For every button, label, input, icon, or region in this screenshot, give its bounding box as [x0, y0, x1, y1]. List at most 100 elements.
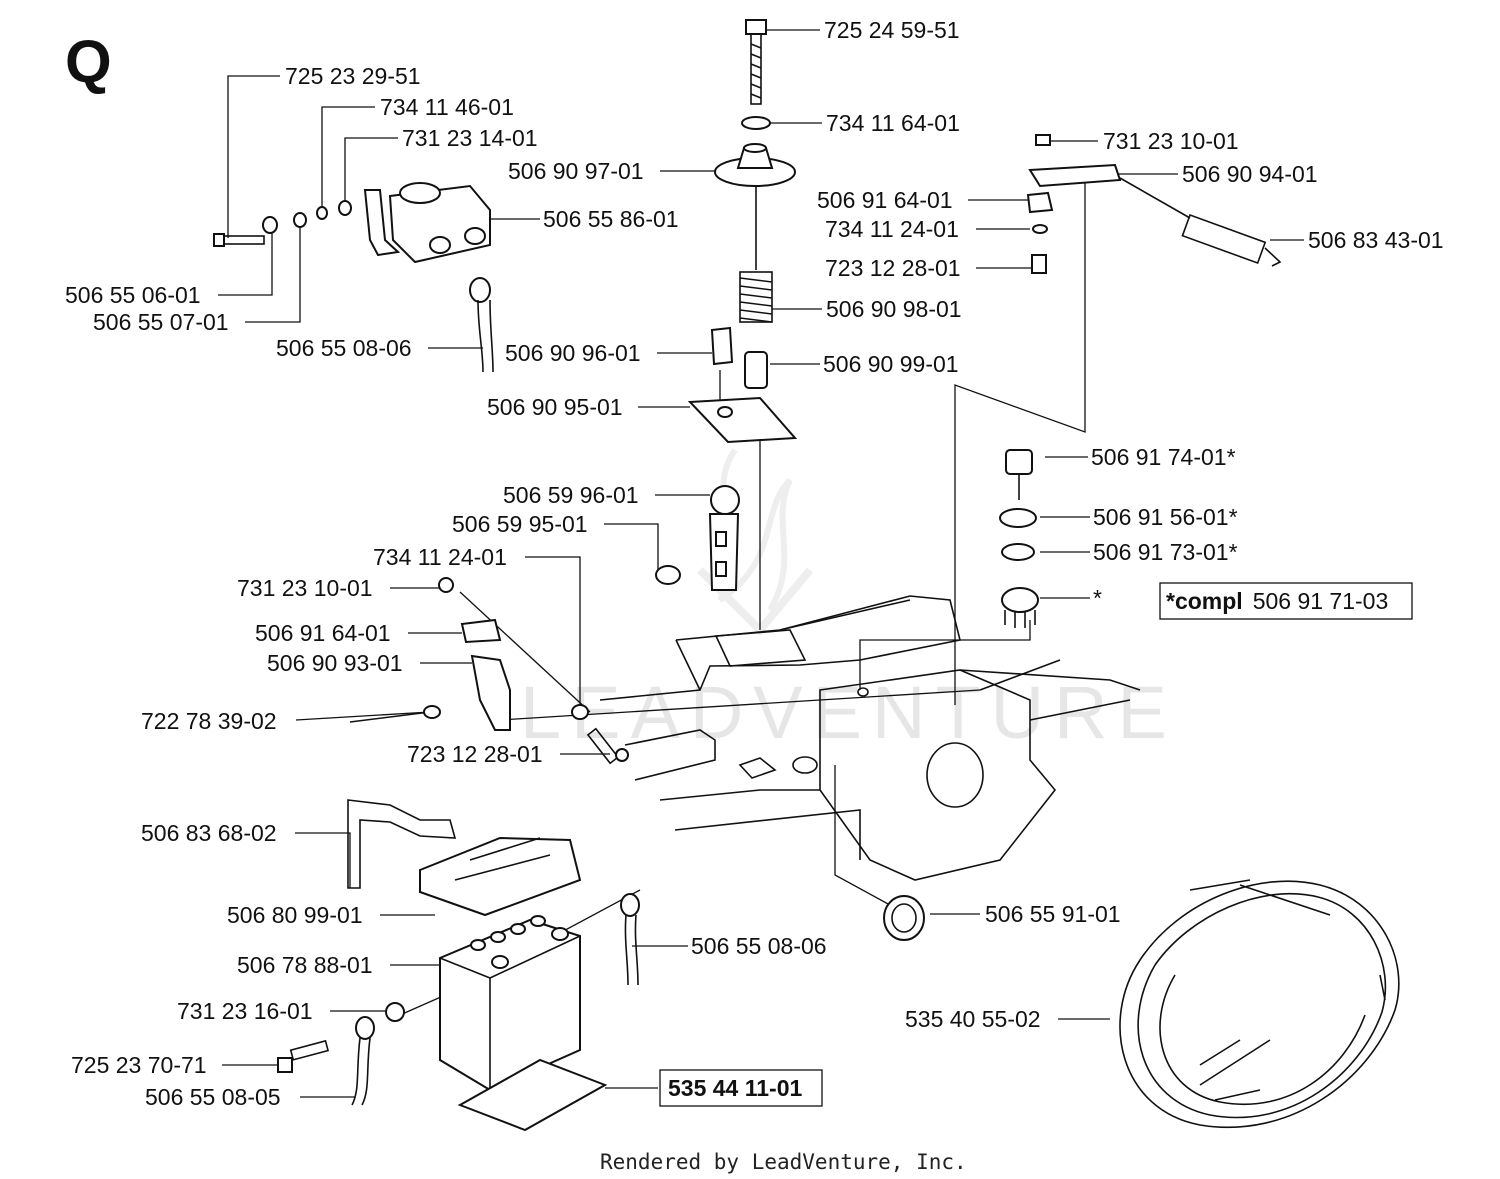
nut-icon — [1035, 134, 1051, 146]
kit-box-text: *compl 506 91 71-03 — [1166, 588, 1388, 614]
part-label: 506 90 95-01 — [487, 394, 623, 420]
part-label: 535 40 55-02 — [905, 1006, 1041, 1032]
small-bolt-icon — [213, 233, 265, 247]
leader-lines — [218, 29, 1304, 1098]
part-label: * — [1093, 585, 1102, 611]
nut-icon — [385, 1002, 405, 1022]
boxed-part-frame — [659, 1069, 823, 1107]
part-label: 506 91 56-01* — [1093, 504, 1238, 530]
cable-icon — [351, 1016, 375, 1106]
clip-icon — [710, 326, 734, 366]
bracket-icon — [1028, 163, 1122, 188]
nut-icon — [438, 577, 454, 593]
bolt-icon — [586, 727, 629, 765]
key-icon — [1005, 449, 1033, 500]
part-label: 723 12 28-01 — [825, 255, 961, 281]
part-label: 506 90 94-01 — [1182, 161, 1318, 187]
part-label: 731 23 10-01 — [1103, 128, 1239, 154]
nut-ring-icon — [1001, 543, 1035, 561]
frame-console-icon — [599, 595, 1141, 881]
battery-pad-icon — [457, 1058, 608, 1132]
part-label: 506 55 91-01 — [985, 901, 1121, 927]
part-label: 506 55 08-06 — [276, 335, 412, 361]
part-label: 506 78 88-01 — [237, 952, 373, 978]
handle-slot-icon — [715, 531, 727, 547]
hold-down-bracket-icon — [347, 799, 457, 889]
part-label: 506 55 08-06 — [691, 933, 827, 959]
part-label: 506 91 73-01* — [1093, 539, 1238, 565]
spring-icon — [739, 271, 773, 323]
part-label: 723 12 28-01 — [407, 741, 543, 767]
boot-cone-icon — [714, 143, 796, 187]
footer-credit: Rendered by LeadVenture, Inc. — [600, 1150, 967, 1174]
part-label: 725 23 29-51 — [285, 63, 421, 89]
clip-icon — [1026, 191, 1054, 214]
bolt-icon — [1031, 254, 1047, 274]
washer-icon — [316, 206, 328, 220]
washer-icon — [741, 116, 771, 130]
knob-icon — [710, 485, 740, 515]
part-label: 734 11 24-01 — [825, 216, 959, 242]
part-label: 506 91 64-01 — [255, 620, 391, 646]
part-label: 734 11 64-01 — [826, 110, 960, 136]
plate-icon — [687, 396, 798, 444]
part-label: 506 90 96-01 — [505, 340, 641, 366]
part-label: 725 23 70-71 — [71, 1052, 207, 1078]
wiring-harness-icon — [1119, 879, 1400, 1129]
seal-ring-icon — [883, 895, 925, 941]
bolt-icon — [745, 19, 767, 105]
tension-spring-icon — [1119, 177, 1282, 267]
part-label: 506 55 07-01 — [93, 309, 229, 335]
battery-icon — [439, 915, 581, 1092]
part-label: 506 55 06-01 — [65, 282, 201, 308]
kit-box — [1159, 582, 1413, 620]
part-label: 506 83 68-02 — [141, 820, 277, 846]
part-label: 506 90 93-01 — [267, 650, 403, 676]
part-label: 734 11 46-01 — [380, 94, 514, 120]
part-label: 506 59 96-01 — [503, 482, 639, 508]
cable-icon — [620, 893, 640, 986]
part-label: 731 23 10-01 — [237, 575, 373, 601]
part-label: 506 80 99-01 — [227, 902, 363, 928]
bracket-icon — [470, 654, 511, 731]
washer-icon — [1032, 224, 1048, 234]
boxed-part-number: 535 44 11-01 — [668, 1075, 803, 1101]
part-label: 734 11 24-01 — [373, 544, 507, 570]
part-label: 731 23 14-01 — [402, 125, 538, 151]
washer-icon — [293, 212, 307, 228]
part-label: 506 55 08-05 — [145, 1084, 281, 1110]
solenoid-icon — [363, 182, 491, 264]
ignition-switch-icon — [1001, 587, 1039, 628]
part-label: 506 90 99-01 — [823, 351, 959, 377]
plate-hole-icon — [717, 406, 733, 418]
part-label: 506 90 98-01 — [826, 296, 962, 322]
handle-icon — [708, 513, 740, 591]
part-label: 506 83 43-01 — [1308, 227, 1444, 253]
part-label: 506 91 64-01 — [817, 187, 953, 213]
button-cap-icon — [655, 565, 681, 585]
cable-icon — [469, 277, 494, 373]
spacer-icon — [744, 351, 768, 389]
bezel-icon — [999, 508, 1037, 528]
kit-box-prefix: *compl — [1166, 588, 1243, 614]
bolt-icon — [277, 1039, 330, 1073]
part-label: 722 78 39-02 — [141, 708, 277, 734]
nut-icon — [338, 200, 352, 216]
nut-icon — [262, 216, 278, 234]
battery-cover-icon — [419, 836, 582, 917]
part-label: 725 24 59-51 — [824, 17, 960, 43]
pin-icon — [349, 705, 441, 723]
washer-icon — [571, 704, 589, 720]
handle-slot-icon — [715, 561, 727, 577]
part-label: 506 91 74-01* — [1091, 444, 1236, 470]
part-label: 731 23 16-01 — [177, 998, 313, 1024]
clip-icon — [460, 618, 502, 644]
diagram-title: Q — [65, 28, 112, 95]
part-label: 506 90 97-01 — [508, 158, 644, 184]
part-labels: 725 24 59-51 725 23 29-51 734 11 46-01 7… — [65, 17, 1444, 1110]
part-label: 506 55 86-01 — [543, 206, 679, 232]
part-label: 506 59 95-01 — [452, 511, 588, 537]
kit-box-number: 506 91 71-03 — [1253, 588, 1389, 614]
